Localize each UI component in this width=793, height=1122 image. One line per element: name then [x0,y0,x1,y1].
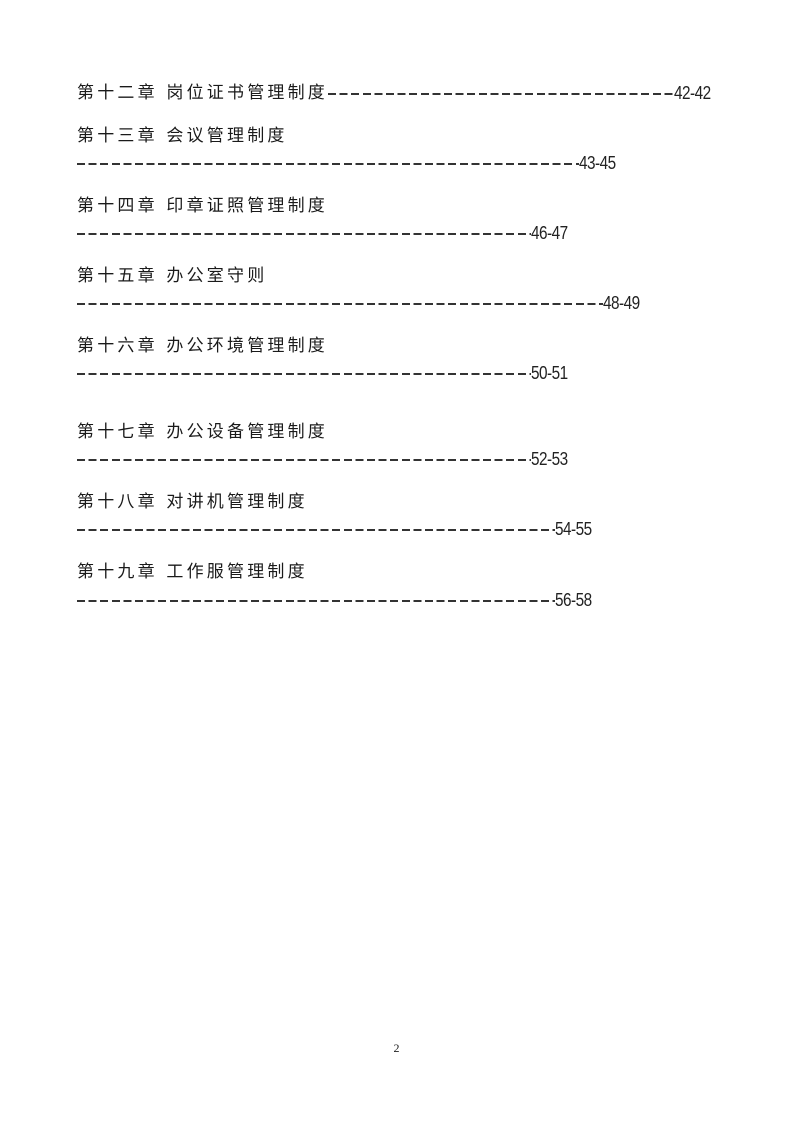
toc-entry-ch13-leader: 43-45 [77,151,622,175]
toc-page-range: 56-58 [555,590,592,610]
toc-entry-ch13-title[interactable]: 第十三章 会议管理制度 [77,124,288,148]
toc-page-range: 42-42 [674,83,711,103]
toc-entry-title: 第十九章 工作服管理制度 [77,562,308,582]
page-number: 2 [393,1041,400,1055]
toc-entry-ch14-leader: 46-47 [77,221,574,245]
toc-entry-title: 第十六章 办公环境管理制度 [77,336,329,356]
toc-entry-ch14-title[interactable]: 第十四章 印章证照管理制度 [77,194,328,218]
toc-leader-dots [77,303,603,305]
toc-page-range: 43-45 [579,153,616,173]
toc-entry-title: 第十三章 会议管理制度 [77,126,288,146]
toc-leader-dots [328,93,675,95]
toc-leader-dots [77,233,531,235]
toc-entry-ch18-title[interactable]: 第十八章 对讲机管理制度 [77,490,308,514]
toc-entry-title: 第十七章 办公设备管理制度 [77,422,329,442]
toc-entry-ch19-leader: 56-58 [77,588,598,612]
toc-entry-ch15-leader: 48-49 [77,291,646,315]
toc-entry-title: 第十二章 岗位证书管理制度 [77,83,329,103]
toc-page-range: 48-49 [603,293,640,313]
toc-entry-ch19-title[interactable]: 第十九章 工作服管理制度 [77,560,308,584]
toc-entry-title: 第十五章 办公室守则 [77,266,268,286]
toc-entry-ch16-title[interactable]: 第十六章 办公环境管理制度 [77,334,328,358]
toc-entry-ch12[interactable]: 第十二章 岗位证书管理制度 42-42 [77,81,717,105]
toc-entry-title: 第十四章 印章证照管理制度 [77,196,329,216]
toc-leader-dots [77,373,531,375]
toc-leader-dots [77,600,555,602]
toc-leader-dots [77,163,579,165]
toc-entry-ch15-title[interactable]: 第十五章 办公室守则 [77,264,267,288]
toc-page-range: 50-51 [531,363,568,383]
toc-entry-ch17-title[interactable]: 第十七章 办公设备管理制度 [77,420,328,444]
toc-entry-ch17-leader: 52-53 [77,447,574,471]
toc-leader-dots [77,459,531,461]
toc-page-range: 46-47 [531,223,568,243]
toc-entry-ch18-leader: 54-55 [77,517,598,541]
toc-leader-dots [77,529,555,531]
toc-page-range: 52-53 [531,449,568,469]
toc-page-range: 54-55 [555,519,592,539]
toc-entry-title: 第十八章 对讲机管理制度 [77,492,308,512]
toc-entry-ch16-leader: 50-51 [77,361,574,385]
